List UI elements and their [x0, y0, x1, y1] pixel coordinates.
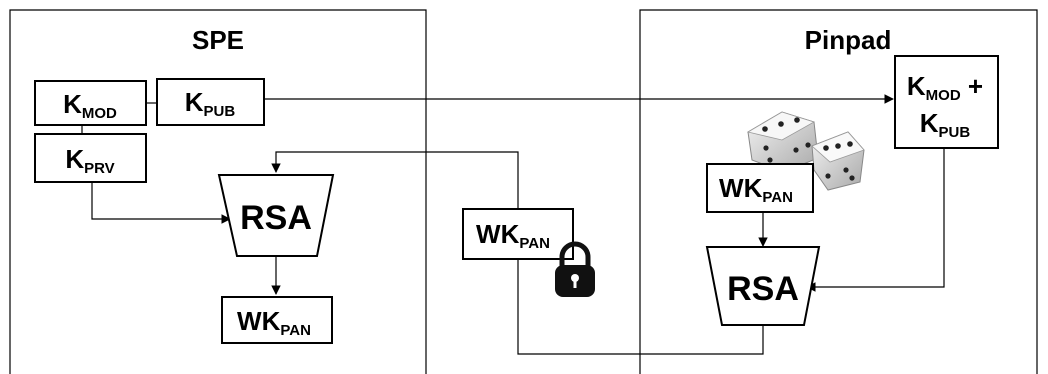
wk-pan-spe-label: WKPAN [237, 306, 311, 339]
spe-panel: SPE [9, 9, 427, 374]
k-mod-box: KMOD [34, 80, 147, 126]
kprv-to-rsa-arrow [91, 182, 231, 224]
pubkey-to-pinpad-rsa-arrow [806, 148, 945, 292]
pinpad-rsa-to-transit-line [517, 259, 764, 355]
wk-pan-pinpad-box: WKPAN [706, 163, 814, 213]
rsa-spe-label: RSA [240, 199, 312, 237]
k-pub-box: KPUB [156, 78, 265, 126]
padlock-icon [555, 241, 595, 297]
pinpad-key-line1: KMOD + [907, 71, 983, 104]
rsa-pinpad-trapezoid: RSA [705, 246, 821, 326]
k-prv-label: KPRV [65, 144, 114, 177]
rsa-spe-trapezoid: RSA [217, 174, 335, 257]
rsa-pinpad-label: RSA [727, 270, 799, 308]
k-mod-label: KMOD [63, 89, 117, 122]
wk-pan-transit-label: WKPAN [476, 219, 550, 252]
k-prv-box: KPRV [34, 133, 147, 183]
transit-to-rsa-arrow [271, 151, 519, 208]
pinpad-key-line2: KPUB [920, 108, 971, 141]
dice-icon [746, 111, 865, 191]
wk-pan-pinpad-label: WKPAN [719, 173, 793, 206]
spe-title: SPE [192, 25, 244, 55]
wk-pan-spe-box: WKPAN [221, 296, 333, 344]
connectors [81, 94, 945, 355]
k-pub-label: KPUB [185, 87, 236, 120]
k-mod-pub-pinpad-box: KMOD + KPUB [894, 55, 999, 149]
pinpad-title: Pinpad [805, 25, 892, 55]
wk-pan-transit-box: WKPAN [462, 208, 574, 260]
pinpad-panel: Pinpad [639, 9, 1038, 374]
